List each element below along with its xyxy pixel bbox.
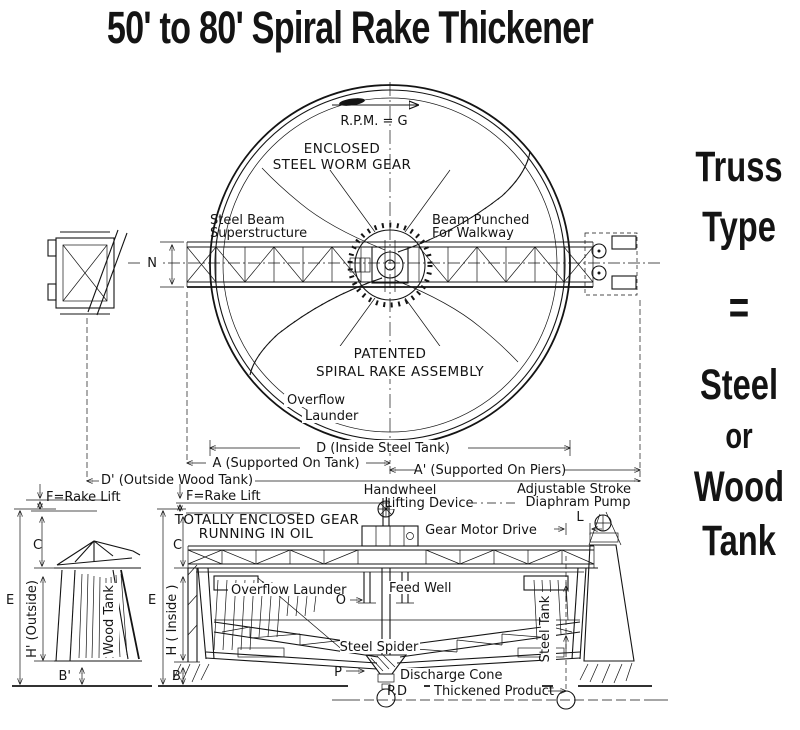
dim-l-label: L (576, 510, 584, 525)
pump-label-line1: Adjustable Stroke (517, 482, 631, 497)
enclosed-gear-label-line2: RUNNING IN OIL (199, 526, 313, 542)
page-title: 50' to 80' Spiral Rake Thickener (106, 2, 594, 53)
wood-dim-h: H' (Outside) (25, 580, 40, 658)
dim-n-lines (160, 241, 184, 288)
wood-dim-e: E (6, 593, 14, 608)
thickened-product-label: Thickened Product (433, 684, 554, 699)
dim-d-prime-label: D' (Outside Wood Tank) (101, 473, 253, 488)
worm-gear-mechanism (347, 222, 433, 308)
steel-dim-c: C (173, 538, 182, 553)
dim-p-label: P (334, 665, 342, 680)
side-text-or: or (725, 415, 753, 456)
steel-tank-body (196, 567, 587, 670)
feed-well-label: Feed Well (389, 581, 451, 596)
dim-l-lines (554, 523, 602, 535)
wood-rake-lift-label: F=Rake Lift (46, 490, 121, 505)
gear-motor-label: Gear Motor Drive (425, 523, 537, 538)
rake-assembly-label-line2: SPIRAL RAKE ASSEMBLY (316, 364, 484, 380)
steel-dim-b: B (172, 669, 181, 684)
right-pier (579, 544, 635, 684)
dim-d-label: D (Inside Steel Tank) (316, 441, 450, 456)
wood-dim-b: B' (59, 669, 72, 684)
diaphragm-pump (566, 511, 622, 690)
side-text-type: Type (702, 203, 776, 251)
side-text-steel: Steel (699, 361, 779, 409)
thickened-product-line (332, 689, 668, 710)
steel-tank-section: F=Rake Lift TOTALLY ENCLOSED GEAR RUNNIN… (148, 482, 668, 710)
gear-motor-drive (361, 525, 419, 547)
rotation-arrow (332, 98, 418, 107)
spiral-rake-arms (249, 151, 531, 376)
pump-label-line2: Diaphram Pump (526, 495, 631, 510)
left-support-column (172, 564, 210, 683)
steel-dim-e: E (148, 593, 156, 608)
dim-a-prime-label: A' (Supported On Piers) (414, 463, 566, 478)
enclosed-gear-label-line1: TOTALLY ENCLOSED GEAR (174, 512, 360, 528)
walkway-label-line2: For Walkway (432, 226, 514, 241)
plan-view: R.P.M. = G ENCLOSED STEEL WORM GEAR Stee… (47, 82, 662, 488)
wood-tank-label: Wood Tank (102, 585, 117, 655)
wood-dim-c: C (33, 538, 42, 553)
overflow-launder-label: Overflow Launder (231, 583, 347, 598)
rake-assembly-label-line1: PATENTED (354, 346, 427, 362)
steel-tank-label: Steel Tank (538, 595, 553, 662)
plan-dimension-lines (87, 292, 640, 481)
wood-tank-section: Wood Tank F=Rake Lift C E H' (Outside) B… (6, 484, 152, 687)
steel-dim-h: H ( Inside ) (165, 584, 180, 655)
truss-end-detail (47, 229, 128, 316)
rpm-label: R.P.M. = G (340, 114, 407, 129)
section-bridge-truss (187, 545, 598, 569)
handwheel-label-line2: Lifting Device (385, 496, 474, 511)
side-text-wood: Wood (693, 463, 785, 511)
superstructure-label-line2: Superstructure (210, 226, 307, 241)
dim-a-label: A (Supported On Tank) (212, 456, 359, 471)
superstructure-label-line1: Steel Beam (210, 213, 285, 228)
steel-spider-label: Steel Spider (340, 640, 419, 655)
side-text-truss: Truss (695, 143, 783, 191)
wood-tank-body (54, 540, 142, 662)
side-text-tank: Tank (702, 517, 776, 565)
walkway-label-line1: Beam Punched (432, 213, 529, 228)
handwheel-label-line1: Handwheel (364, 483, 437, 498)
dim-n-label: N (147, 256, 157, 271)
pier-detail (584, 232, 638, 296)
plan-overflow-label-line2: Launder (305, 409, 359, 424)
handwheel-lifting-device (377, 498, 395, 526)
overflow-launder-right (523, 575, 569, 591)
equals-symbol: = (728, 281, 750, 333)
dim-o-label: O (336, 593, 346, 608)
discharge-cone (364, 654, 408, 690)
worm-gear-label-line2: STEEL WORM GEAR (273, 157, 412, 173)
discharge-cone-label: Discharge Cone (400, 668, 503, 683)
plan-overflow-label-line1: Overflow (287, 393, 345, 408)
steel-rake-lift-label: F=Rake Lift (186, 489, 261, 504)
pd-label: P.D (387, 684, 407, 699)
worm-gear-label-line1: ENCLOSED (304, 141, 380, 157)
